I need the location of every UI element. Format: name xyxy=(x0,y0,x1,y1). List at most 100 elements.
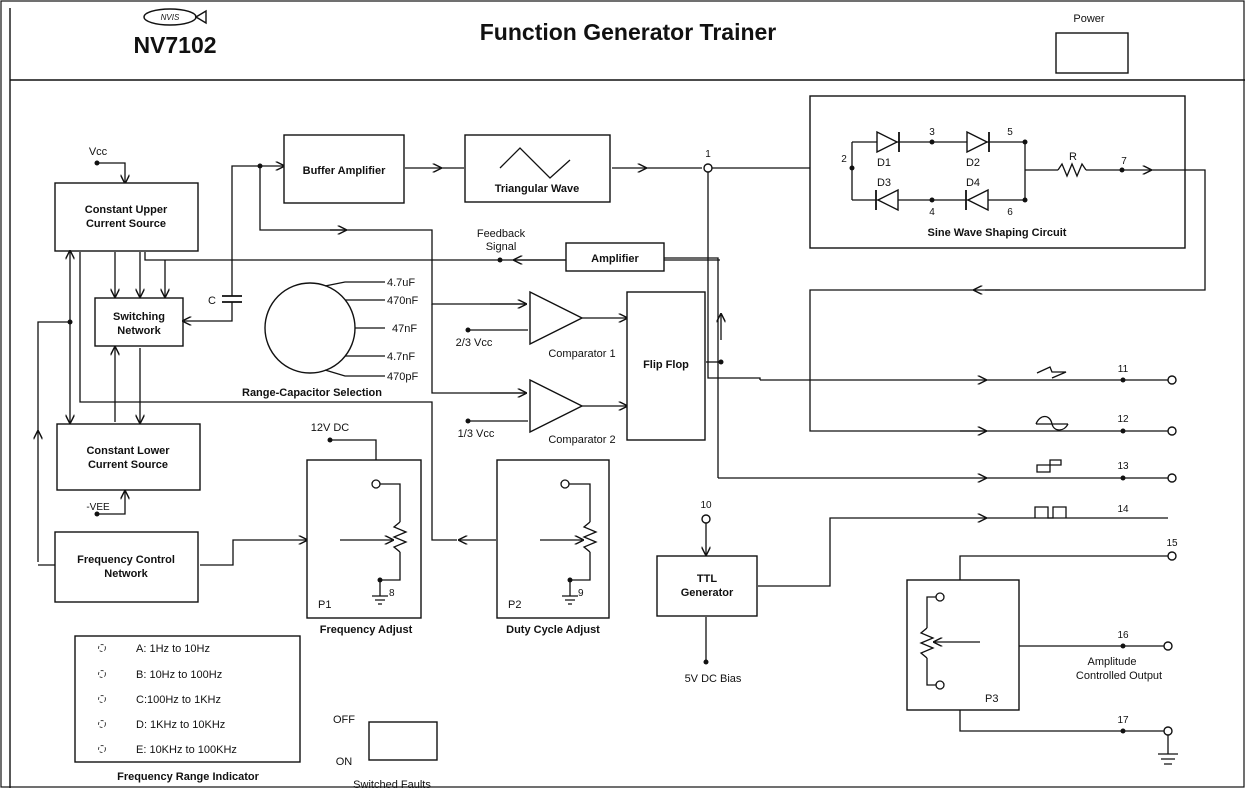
svg-text:Current Source: Current Source xyxy=(88,459,168,471)
svg-text:9: 9 xyxy=(578,588,584,599)
switching-network-block xyxy=(94,297,184,347)
comparator-2 xyxy=(529,378,584,434)
one-third-vcc: 1/3 Vcc xyxy=(458,428,495,440)
output-terminal-16[interactable] xyxy=(1163,641,1173,651)
svg-text:Current Source: Current Source xyxy=(86,218,166,230)
svg-text:Generator: Generator xyxy=(681,587,734,599)
p2-duty-cycle-adjust[interactable] xyxy=(496,459,610,619)
svg-text:3: 3 xyxy=(929,127,935,138)
frequency-range-indicator xyxy=(74,635,301,763)
range-item-b: B: 10Hz to 100Hz xyxy=(136,669,222,681)
p1-frequency-adjust[interactable] xyxy=(306,459,422,619)
test-point-10[interactable] xyxy=(701,514,711,524)
svg-text:P2: P2 xyxy=(508,599,521,611)
range-item-c: C:100Hz to 1KHz xyxy=(136,694,221,706)
range-item-d: D: 1KHz to 10KHz xyxy=(136,719,225,731)
svg-text:Signal: Signal xyxy=(486,241,517,253)
range-item-a: A: 1Hz to 10Hz xyxy=(136,643,210,655)
output-ttl-pulse-icon xyxy=(1034,506,1067,519)
svg-text:P3: P3 xyxy=(985,693,998,705)
lower-current-source-label: Constant Lower xyxy=(86,445,170,457)
svg-text:16: 16 xyxy=(1117,630,1129,641)
svg-text:Controlled Output: Controlled Output xyxy=(1076,670,1162,682)
svg-text:P1: P1 xyxy=(318,599,331,611)
range-item-e: E: 10KHz to 100KHz xyxy=(136,744,237,756)
vee-label: -VEE xyxy=(86,502,110,513)
capacitor-c-label: C xyxy=(208,295,216,307)
comparator-1 xyxy=(529,290,584,346)
svg-text:5: 5 xyxy=(1007,127,1013,138)
range-led-b xyxy=(98,670,106,678)
svg-text:4: 4 xyxy=(929,207,935,218)
cap-4-7nf: 4.7nF xyxy=(387,351,415,363)
range-led-c xyxy=(98,695,106,703)
upper-current-source-label: Constant Upper xyxy=(85,204,168,216)
svg-text:1: 1 xyxy=(705,149,711,160)
output-terminal-17[interactable] xyxy=(1163,726,1173,736)
svg-text:6: 6 xyxy=(1007,207,1013,218)
flip-flop-block xyxy=(626,291,706,441)
svg-text:7: 7 xyxy=(1121,156,1127,167)
sine-shaping-block xyxy=(809,95,1186,249)
frequency-range-label: Frequency Range Indicator xyxy=(117,771,260,783)
range-led-d xyxy=(98,720,106,728)
svg-text:10: 10 xyxy=(700,500,712,511)
range-capacitor-selector[interactable] xyxy=(264,281,385,377)
svg-text:15: 15 xyxy=(1166,538,1178,549)
ttl-generator-label: TTL xyxy=(697,573,717,585)
output-terminal-12[interactable] xyxy=(1167,426,1177,436)
logo: NVIS xyxy=(143,8,207,26)
logo-text: NVIS xyxy=(161,13,180,22)
faults-off-label: OFF xyxy=(333,714,355,726)
amplitude-output-label: Amplitude xyxy=(1088,656,1137,668)
switching-network-label: Switching xyxy=(113,311,165,323)
frequency-control-block xyxy=(54,531,199,603)
svg-text:2: 2 xyxy=(841,154,847,165)
output-square-icon xyxy=(1036,459,1062,473)
faults-on-label: ON xyxy=(336,756,353,768)
model-number: NV7102 xyxy=(133,32,216,58)
svg-text:D2: D2 xyxy=(966,157,980,169)
power-label: Power xyxy=(1073,13,1105,25)
range-capacitor-label: Range-Capacitor Selection xyxy=(242,387,382,399)
output-sine-icon xyxy=(1035,415,1069,431)
svg-text:D4: D4 xyxy=(966,177,980,189)
duty-cycle-adjust-label: Duty Cycle Adjust xyxy=(506,624,600,636)
page-title: Function Generator Trainer xyxy=(480,19,777,45)
switched-faults-label: Switched Faults xyxy=(353,779,431,788)
svg-text:D3: D3 xyxy=(877,177,891,189)
dc-bias-label: 5V DC Bias xyxy=(685,673,742,685)
svg-text:R: R xyxy=(1069,151,1077,163)
p3-amplitude-control[interactable] xyxy=(906,579,1020,711)
cap-4-7uf: 4.7uF xyxy=(387,277,415,289)
test-point-1[interactable] xyxy=(703,163,713,173)
svg-text:Network: Network xyxy=(117,325,161,337)
output-terminal-15[interactable] xyxy=(1167,551,1177,561)
svg-text:D1: D1 xyxy=(877,157,891,169)
switched-faults-switch[interactable] xyxy=(368,721,438,761)
amplifier-label: Amplifier xyxy=(591,253,639,265)
output-terminal-11[interactable] xyxy=(1167,375,1177,385)
two-thirds-vcc: 2/3 Vcc xyxy=(456,337,493,349)
cap-470nf: 470nF xyxy=(387,295,418,307)
power-switch[interactable] xyxy=(1055,32,1129,74)
sine-shaping-label: Sine Wave Shaping Circuit xyxy=(928,227,1067,239)
feedback-signal-label: Feedback xyxy=(477,228,526,240)
frequency-adjust-label: Frequency Adjust xyxy=(320,624,413,636)
output-sawtooth-icon xyxy=(1036,366,1067,379)
svg-text:12: 12 xyxy=(1117,414,1129,425)
output-terminal-13[interactable] xyxy=(1167,473,1177,483)
svg-text:8: 8 xyxy=(389,588,395,599)
cap-47nf: 47nF xyxy=(392,323,417,335)
cap-470pf: 470pF xyxy=(387,371,418,383)
svg-text:11: 11 xyxy=(1118,364,1129,375)
svg-text:14: 14 xyxy=(1117,504,1129,515)
range-led-a xyxy=(98,644,106,652)
buffer-amplifier-label: Buffer Amplifier xyxy=(303,165,386,177)
range-led-e xyxy=(98,745,106,753)
svg-text:13: 13 xyxy=(1117,461,1129,472)
comparator-2-label: Comparator 2 xyxy=(548,434,615,446)
12v-dc-label: 12V DC xyxy=(311,422,350,434)
buffer-amplifier-block xyxy=(283,134,405,204)
